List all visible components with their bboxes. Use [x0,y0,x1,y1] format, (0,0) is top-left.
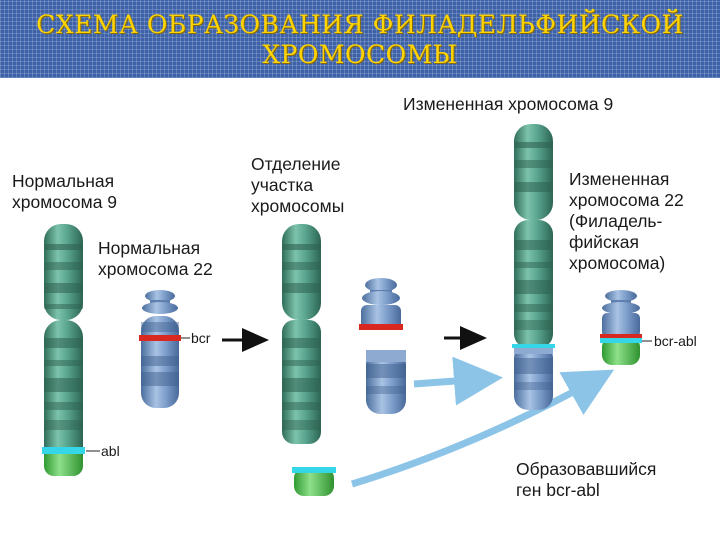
marker-bcr-abl: bcr-abl [654,333,697,349]
label-altered-chr9: Измененная хромосома 9 [403,94,614,114]
normal-chromosome-22 [139,290,181,408]
label-separation-line1: Отделение [251,154,341,174]
title-line-2: ХРОМОСОМЫ [262,40,458,69]
label-separation-line2: участка [251,175,314,195]
label-altered-chr22: Измененная хромосома 22 (Филадель- фийск… [569,169,684,274]
separated-abl-fragment [292,467,336,496]
label-separation-line3: хромосомы [251,196,345,216]
marker-bcr: bcr [191,330,211,346]
label-altered-chr22-line5: хромосома) [569,253,666,273]
philadelphia-chromosome [600,290,642,365]
label-normal-chr9-line1: Нормальная [12,171,115,191]
marker-abl: abl [101,443,120,459]
separating-chromosome-22-top [359,278,403,330]
label-normal-chr9-line2: хромосома 9 [12,192,118,212]
arrow-fragment-to-chr9 [413,356,503,406]
normal-chromosome-9 [42,224,85,476]
label-altered-chr22-line3: (Филадель- [569,211,663,231]
separating-chromosome-22-bottom [366,350,406,414]
label-altered-chr22-line2: хромосома 22 [569,190,684,210]
altered-chromosome-9 [512,124,555,410]
arrow-abl-to-chr22 [350,369,615,488]
separating-chromosome-9 [282,224,321,444]
label-normal-chr22-line1: Нормальная [98,238,201,258]
label-fusion-gene-line1: Образовавшийся [516,459,657,479]
title-banner: СХЕМА ОБРАЗОВАНИЯ ФИЛАДЕЛЬФИЙСКОЙ ХРОМОС… [0,0,720,78]
label-altered-chr22-line4: фийская [569,232,639,252]
title-line-1: СХЕМА ОБРАЗОВАНИЯ ФИЛАДЕЛЬФИЙСКОЙ [36,10,684,39]
label-separation: Отделение участка хромосомы [251,154,344,217]
label-normal-chr22: Нормальная хромосома 22 [98,238,213,280]
label-altered-chr22-line1: Измененная [569,169,670,189]
label-fusion-gene-line2: ген bcr-abl [516,480,600,500]
label-normal-chr9: Нормальная хромосома 9 [12,171,117,213]
label-fusion-gene: Образовавшийся ген bcr-abl [516,459,656,501]
label-normal-chr22-line2: хромосома 22 [98,259,213,279]
